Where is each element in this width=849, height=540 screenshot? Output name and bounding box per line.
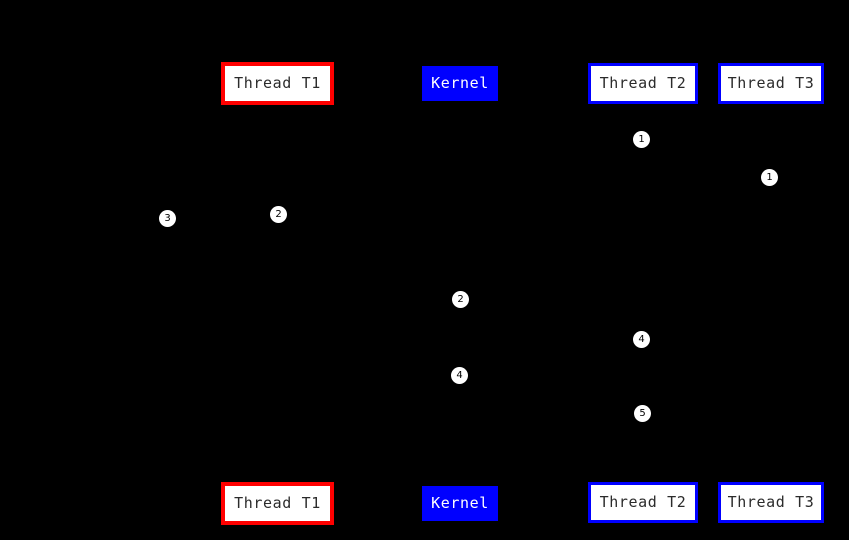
sequence-marker: 2 bbox=[270, 206, 287, 223]
sequence-marker: 1 bbox=[761, 169, 778, 186]
participant-box-t3-top[interactable]: Thread T3 bbox=[718, 63, 824, 104]
lifeline-t1 bbox=[277, 105, 278, 482]
participant-box-kernel-bottom[interactable]: Kernel bbox=[422, 486, 498, 521]
message-arrow-8 bbox=[643, 413, 771, 414]
lifeline-t2 bbox=[643, 104, 644, 482]
participant-box-t3-bottom[interactable]: Thread T3 bbox=[718, 482, 824, 523]
sequence-marker: 4 bbox=[451, 367, 468, 384]
participant-box-t1-bottom[interactable]: Thread T1 bbox=[221, 482, 334, 525]
sequence-marker: 2 bbox=[452, 291, 469, 308]
message-arrow-3 bbox=[167, 218, 460, 219]
participant-box-t2-top[interactable]: Thread T2 bbox=[588, 63, 698, 104]
message-arrow-4 bbox=[277, 214, 460, 215]
message-arrow-7 bbox=[460, 375, 643, 376]
message-arrow-2 bbox=[460, 177, 771, 178]
message-arrow-1 bbox=[460, 139, 643, 140]
sequence-marker: 5 bbox=[634, 405, 651, 422]
message-arrow-6 bbox=[460, 339, 643, 340]
lifeline-t3 bbox=[771, 104, 772, 482]
participant-box-kernel-top[interactable]: Kernel bbox=[422, 66, 498, 101]
sequence-marker: 4 bbox=[633, 331, 650, 348]
message-arrow-5 bbox=[460, 299, 643, 300]
participant-box-t2-bottom[interactable]: Thread T2 bbox=[588, 482, 698, 523]
sequence-marker: 3 bbox=[159, 210, 176, 227]
participant-box-t1-top[interactable]: Thread T1 bbox=[221, 62, 334, 105]
sequence-marker: 1 bbox=[633, 131, 650, 148]
